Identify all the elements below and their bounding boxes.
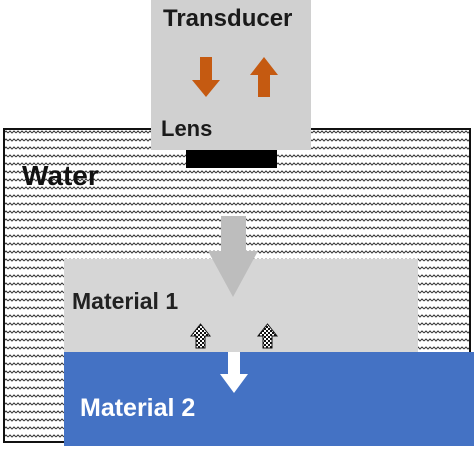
gray-down-arrow-icon (208, 216, 258, 297)
transducer-box (151, 0, 311, 150)
water-label: Water (22, 160, 99, 191)
material-1-label: Material 1 (72, 288, 179, 314)
material-2-block (64, 352, 474, 446)
checkered-up-arrow-icon (256, 323, 279, 349)
material-2-label: Material 2 (80, 394, 196, 422)
orange-down-arrow-icon (192, 57, 220, 97)
white-down-arrow-icon (220, 352, 248, 393)
orange-up-arrow-icon (250, 57, 278, 97)
lens-element (186, 150, 277, 168)
lens-label: Lens (161, 116, 213, 141)
transducer-label: Transducer (163, 5, 293, 32)
checkered-up-arrow-icon (189, 323, 212, 349)
